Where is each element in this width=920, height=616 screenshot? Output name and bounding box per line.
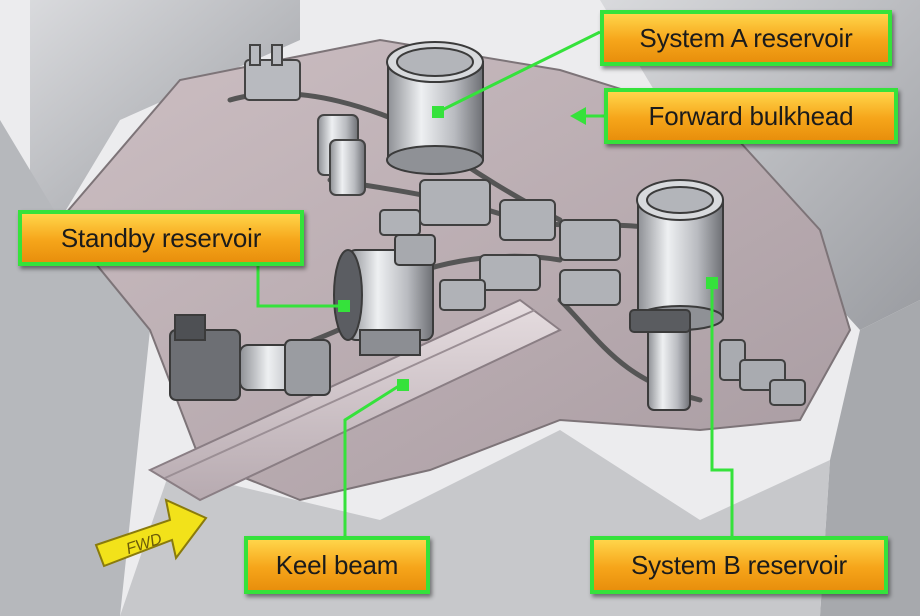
- keel-beam-text: Keel beam: [276, 550, 399, 581]
- standby-reservoir-text: Standby reservoir: [61, 223, 261, 254]
- system-b-reservoir-label: System B reservoir: [590, 536, 888, 594]
- forward-bulkhead-text: Forward bulkhead: [649, 101, 854, 132]
- forward-bulkhead-label: Forward bulkhead: [604, 88, 898, 144]
- system-a-reservoir-text: System A reservoir: [639, 23, 852, 54]
- keel-beam-label: Keel beam: [244, 536, 430, 594]
- system-a-reservoir-label: System A reservoir: [600, 10, 892, 66]
- standby-reservoir-label: Standby reservoir: [18, 210, 304, 266]
- system-b-reservoir-text: System B reservoir: [631, 550, 847, 581]
